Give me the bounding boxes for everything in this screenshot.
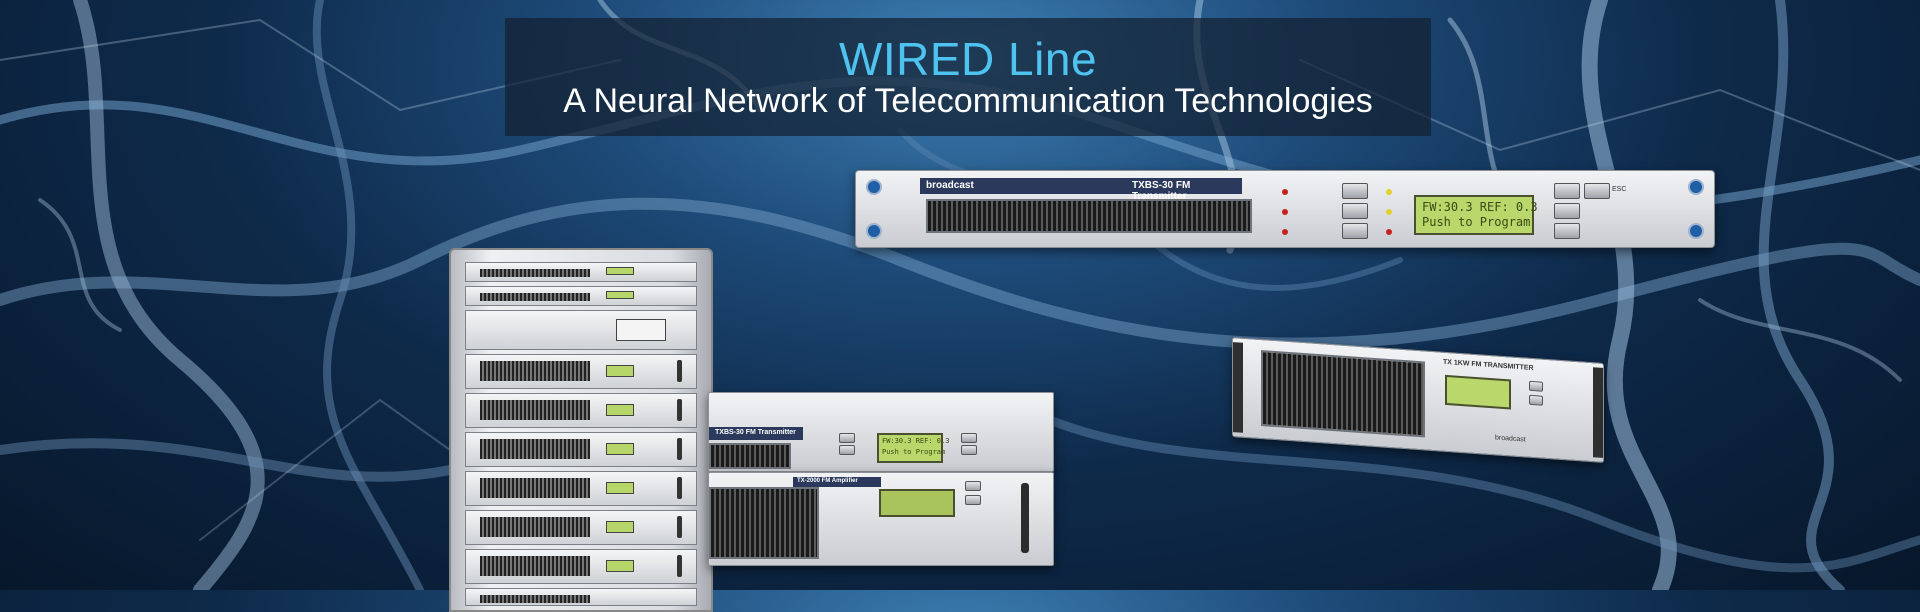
front-panel-button[interactable] xyxy=(961,445,977,455)
rack-ear xyxy=(1593,367,1603,458)
rack-slot xyxy=(465,510,697,545)
front-panel-button[interactable] xyxy=(1529,394,1543,406)
model-plate: TX-2000 FM Amplifier xyxy=(793,477,881,487)
rack-screw-icon xyxy=(1688,223,1704,239)
esc-button[interactable] xyxy=(1584,183,1610,199)
rack-slot xyxy=(465,432,697,467)
rack-slot xyxy=(465,310,697,350)
lcd-display xyxy=(1445,374,1511,410)
rack-screw-icon xyxy=(1688,179,1704,195)
front-panel-button[interactable] xyxy=(961,433,977,443)
nav-button-up[interactable] xyxy=(1554,183,1580,199)
lcd-display: FW:30.3 REF: 0.3 Push to Program xyxy=(877,433,949,463)
brand-label: broadcast xyxy=(926,180,974,191)
rack-slot xyxy=(465,354,697,389)
lcd-display xyxy=(879,489,955,517)
front-grille xyxy=(709,487,819,559)
banner-title: WIRED Line xyxy=(838,33,1098,85)
front-panel-button[interactable] xyxy=(965,495,981,505)
lcd-display: FW:30.3 REF: 0.3 Push to Program xyxy=(1414,195,1538,235)
front-grille xyxy=(709,443,791,469)
status-led xyxy=(1386,209,1392,215)
front-panel-button[interactable] xyxy=(1342,183,1368,199)
model-label: TXBS-30 FM Transmitter xyxy=(1132,180,1191,202)
front-panel-button[interactable] xyxy=(965,481,981,491)
front-panel-button[interactable] xyxy=(1342,203,1368,219)
rack-screw-icon xyxy=(866,179,882,195)
front-grille xyxy=(926,199,1252,233)
rack-slot xyxy=(465,549,697,584)
neural-network-background xyxy=(0,0,1920,590)
status-led xyxy=(1386,189,1392,195)
model-label: TXBS-30 FM Transmitter xyxy=(715,429,796,436)
rack-slot xyxy=(465,286,697,306)
rack-ear xyxy=(1233,342,1243,433)
model-label: TX 1KW FM TRANSMITTER xyxy=(1443,358,1534,373)
title-banner: WIRED Line A Neural Network of Telecommu… xyxy=(505,18,1431,136)
front-panel-button[interactable] xyxy=(839,445,855,455)
rack-slot xyxy=(465,588,697,606)
nav-button-enter[interactable] xyxy=(1554,203,1580,219)
front-panel-button[interactable] xyxy=(1529,380,1543,392)
rack-cabinet xyxy=(449,248,713,612)
banner-subtitle: A Neural Network of Telecommunication Te… xyxy=(563,82,1373,120)
top-transmitter-unit: broadcast TXBS-30 FM Transmitter FW:30.3… xyxy=(855,170,1715,248)
model-plate: TXBS-30 FM Transmitter xyxy=(1126,178,1225,202)
brand-label: broadcast xyxy=(1495,434,1526,444)
status-led xyxy=(1282,209,1288,215)
model-plate: TXBS-30 FM Transmitter xyxy=(709,427,803,440)
status-led xyxy=(1282,229,1288,235)
rack-screw-icon xyxy=(866,223,882,239)
status-led xyxy=(1386,229,1392,235)
lcd-line-1: FW:30.3 REF: 0.3 xyxy=(882,437,950,445)
model-label: TX-2000 FM Amplifier xyxy=(797,478,858,484)
middle-transmitter-unit: TXBS-30 FM Transmitter FW:30.3 REF: 0.3 … xyxy=(708,392,1054,472)
front-panel-button[interactable] xyxy=(1342,223,1368,239)
front-grille xyxy=(1261,350,1425,438)
lcd-line-2: Push to Program xyxy=(1422,215,1531,229)
lcd-line-1: FW:30.3 REF: 0.3 xyxy=(1422,200,1538,214)
status-led xyxy=(1282,189,1288,195)
rack-slot xyxy=(465,262,697,282)
nav-button-down[interactable] xyxy=(1554,223,1580,239)
lcd-line-2: Push to Program xyxy=(882,448,946,456)
rack-slot xyxy=(465,393,697,428)
front-panel-button[interactable] xyxy=(839,433,855,443)
esc-label: ESC xyxy=(1612,186,1627,193)
rack-slot xyxy=(465,471,697,506)
rack-handle xyxy=(1021,483,1029,553)
amplifier-unit: TX-2000 FM Amplifier xyxy=(708,472,1054,566)
